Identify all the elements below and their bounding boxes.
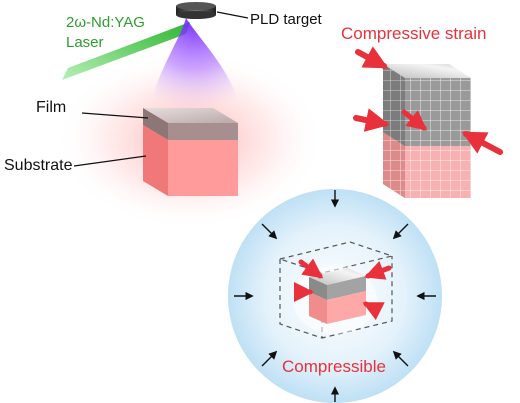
substrate-label: Substrate [4,157,73,174]
film-label: Film [36,99,66,116]
pressure-arrow-ne [392,223,409,240]
substrate-front-face [168,140,238,196]
substrate-leader-line [73,155,147,167]
compressive-strain-label: Compressive strain [341,24,487,43]
strain-arrows [353,46,503,155]
film-left-face [143,108,168,140]
compressible-label: Compressible [282,357,386,376]
strain-arrow-top-left [355,46,389,69]
compression-arrows [294,258,392,321]
film-front-face [168,123,238,140]
film-leader-line [81,112,149,119]
pressure-arrow-se [392,350,409,367]
pld-target-disk [176,2,216,19]
ablation-plume [150,18,240,110]
laser-beam [62,22,190,80]
pressure-arrow-sw [261,350,278,367]
film-substrate-block [143,108,238,196]
lattice-substrate-left [383,132,405,198]
pressure-arrow-nw [261,223,278,240]
strain-arrow-right [461,131,503,155]
small-compressed-block [293,266,377,334]
laser-label-line1: 2ω-Nd:YAG [66,14,145,31]
pressure-arrows [234,190,436,402]
pld-target-leader-line [216,11,249,19]
substrate-left-face [143,125,168,196]
strain-arrow-left [353,108,390,132]
lattice-substrate-front [405,146,471,198]
lattice-top-face [383,64,471,78]
pld-target-label: PLD target [250,11,323,28]
laser-label-line2: Laser [66,34,104,51]
strain-arrow-front [401,109,428,131]
film-top-face [143,108,238,123]
strained-lattice-cube [383,64,471,198]
